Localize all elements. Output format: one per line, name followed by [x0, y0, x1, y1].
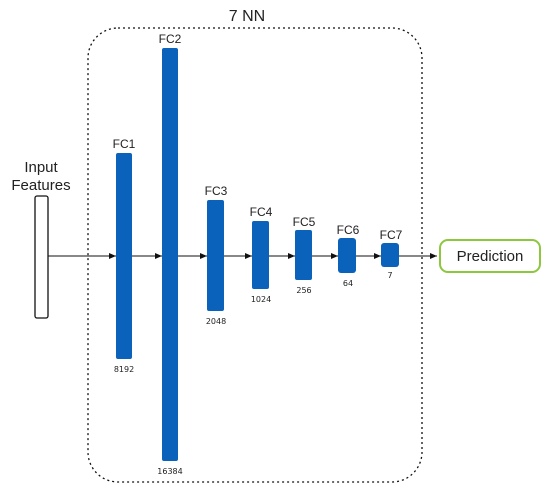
layer-units: 16384: [157, 467, 182, 476]
layer-name: FC7: [380, 228, 403, 242]
layer-fc4: FC4 1024: [250, 205, 273, 304]
layer-bar: [295, 230, 312, 280]
input-features-box: [34, 195, 49, 319]
layer-bar: [338, 238, 356, 273]
layer-units: 8192: [114, 365, 134, 374]
layer-name: FC1: [113, 137, 136, 151]
layer-bar: [207, 200, 224, 311]
input-label-line1: Input: [24, 159, 58, 176]
layer-bar: [381, 243, 399, 267]
layer-name: FC5: [293, 215, 316, 229]
layer-units: 64: [343, 279, 353, 288]
layer-name: FC4: [250, 205, 273, 219]
network-container: [87, 27, 423, 483]
layer-bar: [252, 221, 269, 289]
layer-fc6: FC6 64: [337, 223, 360, 288]
layer-name: FC6: [337, 223, 360, 237]
layer-name: FC2: [159, 32, 182, 46]
layer-fc5: FC5 256: [293, 215, 316, 295]
layer-units: 256: [296, 286, 311, 295]
layer-fc7: FC7 7: [380, 228, 403, 280]
network-title: 7 NN: [229, 8, 265, 25]
layer-name: FC3: [205, 184, 228, 198]
input-label-line2: Features: [11, 177, 70, 194]
layer-units: 7: [387, 271, 392, 280]
layer-fc3: FC3 2048: [205, 184, 228, 326]
prediction-box: [439, 239, 541, 273]
layer-units: 2048: [206, 317, 226, 326]
layer-bar: [116, 153, 132, 359]
layer-units: 1024: [251, 295, 271, 304]
layer-fc1: FC1 8192: [113, 137, 136, 374]
layer-bar: [162, 48, 178, 461]
layer-fc2: FC2 16384: [157, 32, 182, 476]
prediction-label: Prediction: [457, 248, 524, 265]
